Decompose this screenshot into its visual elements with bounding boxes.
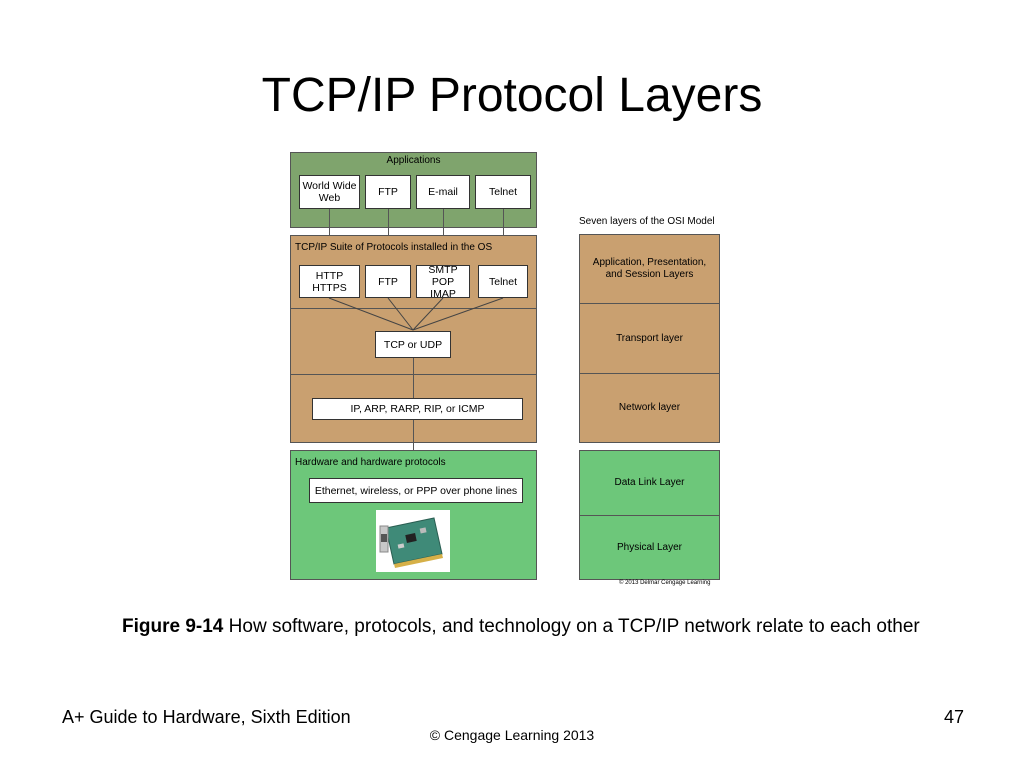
figure-caption: Figure 9-14 How software, protocols, and… [122,614,952,640]
applications-label: Applications [386,155,441,166]
figure-caption-text: How software, protocols, and technology … [228,616,920,637]
proto-http-https: HTTP HTTPS [299,265,360,298]
network-interface-card-image [376,510,450,572]
fan-in-lines [328,298,504,331]
proto-telnet: Telnet [478,265,528,298]
proto-smtp-pop-imap: SMTP POP IMAP [416,264,470,300]
app-email: E-mail [416,175,470,209]
osi-layer-network: Network layer [579,373,720,443]
app-telnet: Telnet [475,175,531,209]
osi-layer-data-link: Data Link Layer [579,450,720,516]
figure-number: Figure 9-14 [122,616,224,637]
hardware-protocols: Ethernet, wireless, or PPP over phone li… [309,478,523,503]
tcpip-suite-label: TCP/IP Suite of Protocols installed in t… [295,242,493,253]
connector-line [413,420,414,478]
divider [290,308,537,309]
app-ftp: FTP [365,175,411,209]
network-protocols: IP, ARP, RARP, RIP, or ICMP [312,398,523,420]
osi-heading: Seven layers of the OSI Model [579,216,715,227]
slide-title: TCP/IP Protocol Layers [261,69,763,122]
transport-tcp-udp: TCP or UDP [375,331,451,358]
nic-card-icon [379,517,443,568]
footer-book-title: A+ Guide to Hardware, Sixth Edition [62,707,351,727]
hardware-label: Hardware and hardware protocols [295,457,446,468]
image-credit: © 2013 Delmar Cengage Learning [619,580,711,586]
osi-layer-physical: Physical Layer [579,515,720,580]
footer-copyright: © Cengage Learning 2013 [429,727,595,743]
osi-layer-application: Application, Presentation, and Session L… [579,234,720,304]
page-number: 47 [943,707,964,727]
connector-line [413,358,414,398]
app-world-wide-web: World Wide Web [299,175,360,209]
proto-ftp: FTP [365,265,411,298]
osi-layer-transport: Transport layer [579,303,720,374]
